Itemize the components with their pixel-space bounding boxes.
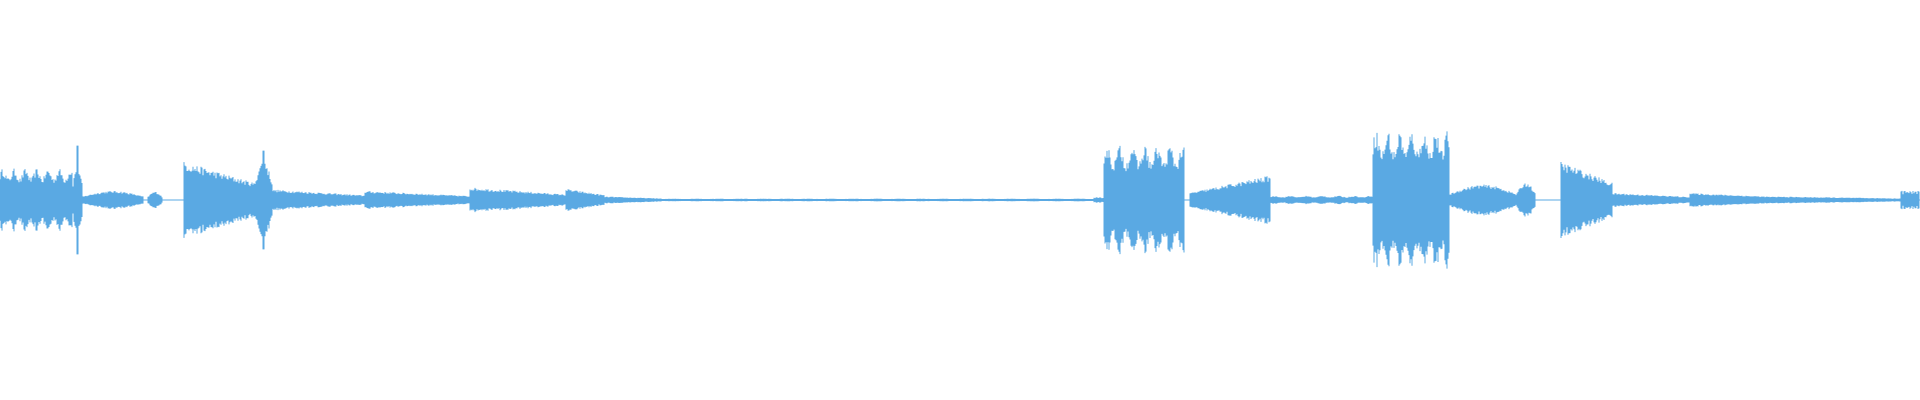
waveform-segment-20 [1612,193,1690,207]
waveform-segment-0 [0,168,73,232]
waveform-segment-9 [565,189,605,211]
waveform-segment-22 [1775,196,1901,204]
waveform-segment-18 [1516,183,1536,217]
waveform-segment-10 [604,196,662,204]
waveform-segment-2 [82,191,144,209]
waveform-segment-1 [72,145,83,255]
waveform-segment-6 [272,189,365,211]
waveform-segment-5 [254,150,273,250]
waveform-segment-8 [469,187,566,213]
waveform-segment-11 [661,198,1094,202]
waveform-segment-23 [1900,190,1920,210]
waveform-segment-4 [183,162,255,238]
waveform-segment-3 [147,192,163,208]
waveform-segment-17 [1449,184,1517,216]
waveform-segment-7 [364,191,470,209]
waveform-segment-15 [1270,195,1373,205]
waveform-bars [0,131,1920,269]
waveform-segment-21 [1689,193,1776,207]
waveform-segment-14 [1189,176,1271,224]
waveform-segment-16 [1372,131,1450,269]
waveform-segment-12 [1093,197,1104,203]
waveform-segment-19 [1560,162,1613,238]
waveform-segment-13 [1103,145,1185,255]
